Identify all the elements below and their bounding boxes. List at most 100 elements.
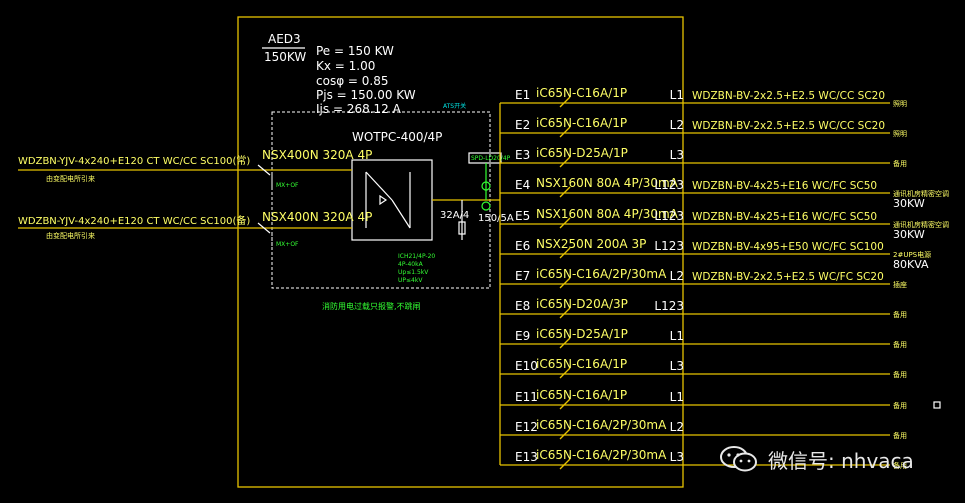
circuit-breaker: iC65N-C16A/1P — [536, 116, 627, 130]
circuit-use: 备用 — [893, 431, 907, 440]
circuit-id: E10 — [515, 359, 538, 373]
circuit-use: 备用 — [893, 401, 907, 410]
circuit-breaker: iC65N-C16A/1P — [536, 388, 627, 402]
circuit-use: 通讯机房精密空调 — [893, 189, 949, 198]
panel-name: AED3 — [268, 32, 301, 46]
circuit-breaker-symbol — [559, 217, 571, 229]
circuit-phase: L123 — [654, 239, 684, 253]
circuit-phase: L2 — [670, 269, 684, 283]
ats-blade-a — [365, 171, 393, 201]
incoming-cable-1: WDZBN-YJV-4x240+E120 CT WC/CC SC100(常) — [18, 154, 250, 167]
green-note-1: ICH21/4P-20 — [398, 253, 435, 260]
circuit-id: E8 — [515, 299, 530, 313]
circuit-phase: L3 — [670, 450, 684, 464]
circuit-cable: WDZBN-BV-2x2.5+E2.5 WC/CC SC20 — [692, 90, 885, 102]
circuit-breaker-symbol — [559, 307, 571, 319]
circuit-breaker: iC65N-C16A/1P — [536, 357, 627, 371]
wechat-icon — [720, 446, 757, 472]
circuit-id: E7 — [515, 269, 530, 283]
circuit-id: E1 — [515, 88, 530, 102]
ct-icon-upper — [481, 181, 491, 191]
circuit-id: E11 — [515, 390, 538, 404]
circuit-phase: L1 — [670, 390, 684, 404]
circuit-breaker: iC65N-C16A/2P/30mA — [536, 448, 667, 462]
circuit-phase: L123 — [654, 299, 684, 313]
circuit-breaker-symbol — [559, 277, 571, 289]
circuit-use: 备用 — [893, 461, 907, 470]
circuit-breaker-symbol — [559, 126, 571, 138]
incoming-breaker-2-symbol — [257, 222, 271, 234]
incoming-aux-2: MX+OF — [276, 241, 299, 248]
circuit-breaker-symbol — [559, 186, 571, 198]
circuit-breaker: iC65N-C16A/1P — [536, 86, 627, 100]
circuit-breaker: NSX160N 80A 4P/30mA — [536, 176, 679, 190]
circuit-breaker-symbol — [559, 367, 571, 379]
panel-border — [237, 16, 684, 488]
circuit-phase: L1 — [670, 88, 684, 102]
circuit-breaker-symbol — [559, 247, 571, 259]
circuit-id: E6 — [515, 239, 530, 253]
circuit-phase: L1 — [670, 329, 684, 343]
param-kx: Kx = 1.00 — [316, 59, 375, 73]
circuit-use: 备用 — [893, 310, 907, 319]
circuit-row: E1 iC65N-C16A/1P L1 WDZBN-BV-2x2.5+E2.5 WC/… — [500, 86, 907, 108]
circuit-phase: L3 — [670, 359, 684, 373]
param-cosphi: cosφ = 0.85 — [316, 74, 389, 88]
panel-capacity: 150KW — [264, 50, 306, 64]
circuit-use: 备用 — [893, 340, 907, 349]
circuit-breaker: iC65N-D25A/1P — [536, 146, 628, 160]
circuit-cable: WDZBN-BV-2x2.5+E2.5 WC/FC SC20 — [692, 271, 884, 283]
circuit-use: 照明 — [893, 130, 907, 138]
circuit-breaker: iC65N-C16A/2P/30mA — [536, 418, 667, 432]
ats-note: 消防用电过载只报警,不跳闸 — [322, 301, 421, 311]
incoming-aux-1: MX+OF — [276, 182, 299, 189]
param-pjs: Pjs = 150.00 KW — [316, 88, 416, 102]
ct-label: 150/5A — [478, 213, 514, 224]
green-note-4: UP≤4kV — [398, 277, 423, 284]
circuit-phase: L2 — [670, 420, 684, 434]
circuit-breaker: iC65N-D25A/1P — [536, 327, 628, 341]
ats-box-label: ATS开关 — [443, 102, 466, 110]
incoming-cable-2: WDZBN-YJV-4x240+E120 CT WC/CC SC100(备) — [18, 214, 250, 227]
circuit-breaker-symbol — [559, 458, 571, 470]
circuit-phase: L2 — [670, 118, 684, 132]
incoming-breaker-2: NSX400N 320A 4P — [262, 210, 372, 224]
circuit-load: 30KW — [893, 228, 925, 241]
circuit-phase: L123 — [654, 209, 684, 223]
ats-blade-b — [391, 199, 411, 229]
watermark-text: 微信号: nhvaca — [768, 448, 914, 473]
incoming-note-1: 由变配电所引来 — [46, 174, 95, 183]
circuit-row: E9 iC65N-D25A/1P L1 备用 — [500, 327, 907, 349]
circuit-breaker-symbol — [559, 337, 571, 349]
circuit-breaker-symbol — [559, 398, 571, 410]
circuit-id: E3 — [515, 148, 530, 162]
circuit-load: 30KW — [893, 197, 925, 210]
circuit-breaker: NSX160N 80A 4P/30mA — [536, 207, 679, 221]
circuit-use: 2#UPS电源 — [893, 250, 931, 259]
circuit-id: E9 — [515, 329, 530, 343]
circuit-cable: WDZBN-BV-2x2.5+E2.5 WC/CC SC20 — [692, 120, 885, 132]
circuit-breaker-symbol — [559, 156, 571, 168]
circuit-phase: L123 — [654, 178, 684, 192]
green-note-2: 4P-40kA — [398, 261, 424, 268]
circuit-breaker: NSX250N 200A 3P — [536, 237, 646, 251]
fuse-label: 32A/4 — [440, 210, 469, 221]
circuit-cable: WDZBN-BV-4x25+E16 WC/FC SC50 — [692, 211, 877, 223]
param-pe: Pe = 150 KW — [316, 44, 394, 58]
fuse-icon — [458, 221, 466, 235]
green-note-3: Up≤1.5kV — [398, 269, 429, 276]
watermark: 微信号: nhvaca — [718, 442, 914, 476]
circuit-breaker: iC65N-C16A/2P/30mA — [536, 267, 667, 281]
circuit-breaker-symbol — [559, 428, 571, 440]
ats-model: WOTPC-400/4P — [352, 130, 442, 144]
param-ijs: Ijs = 268.12 A — [316, 102, 402, 116]
